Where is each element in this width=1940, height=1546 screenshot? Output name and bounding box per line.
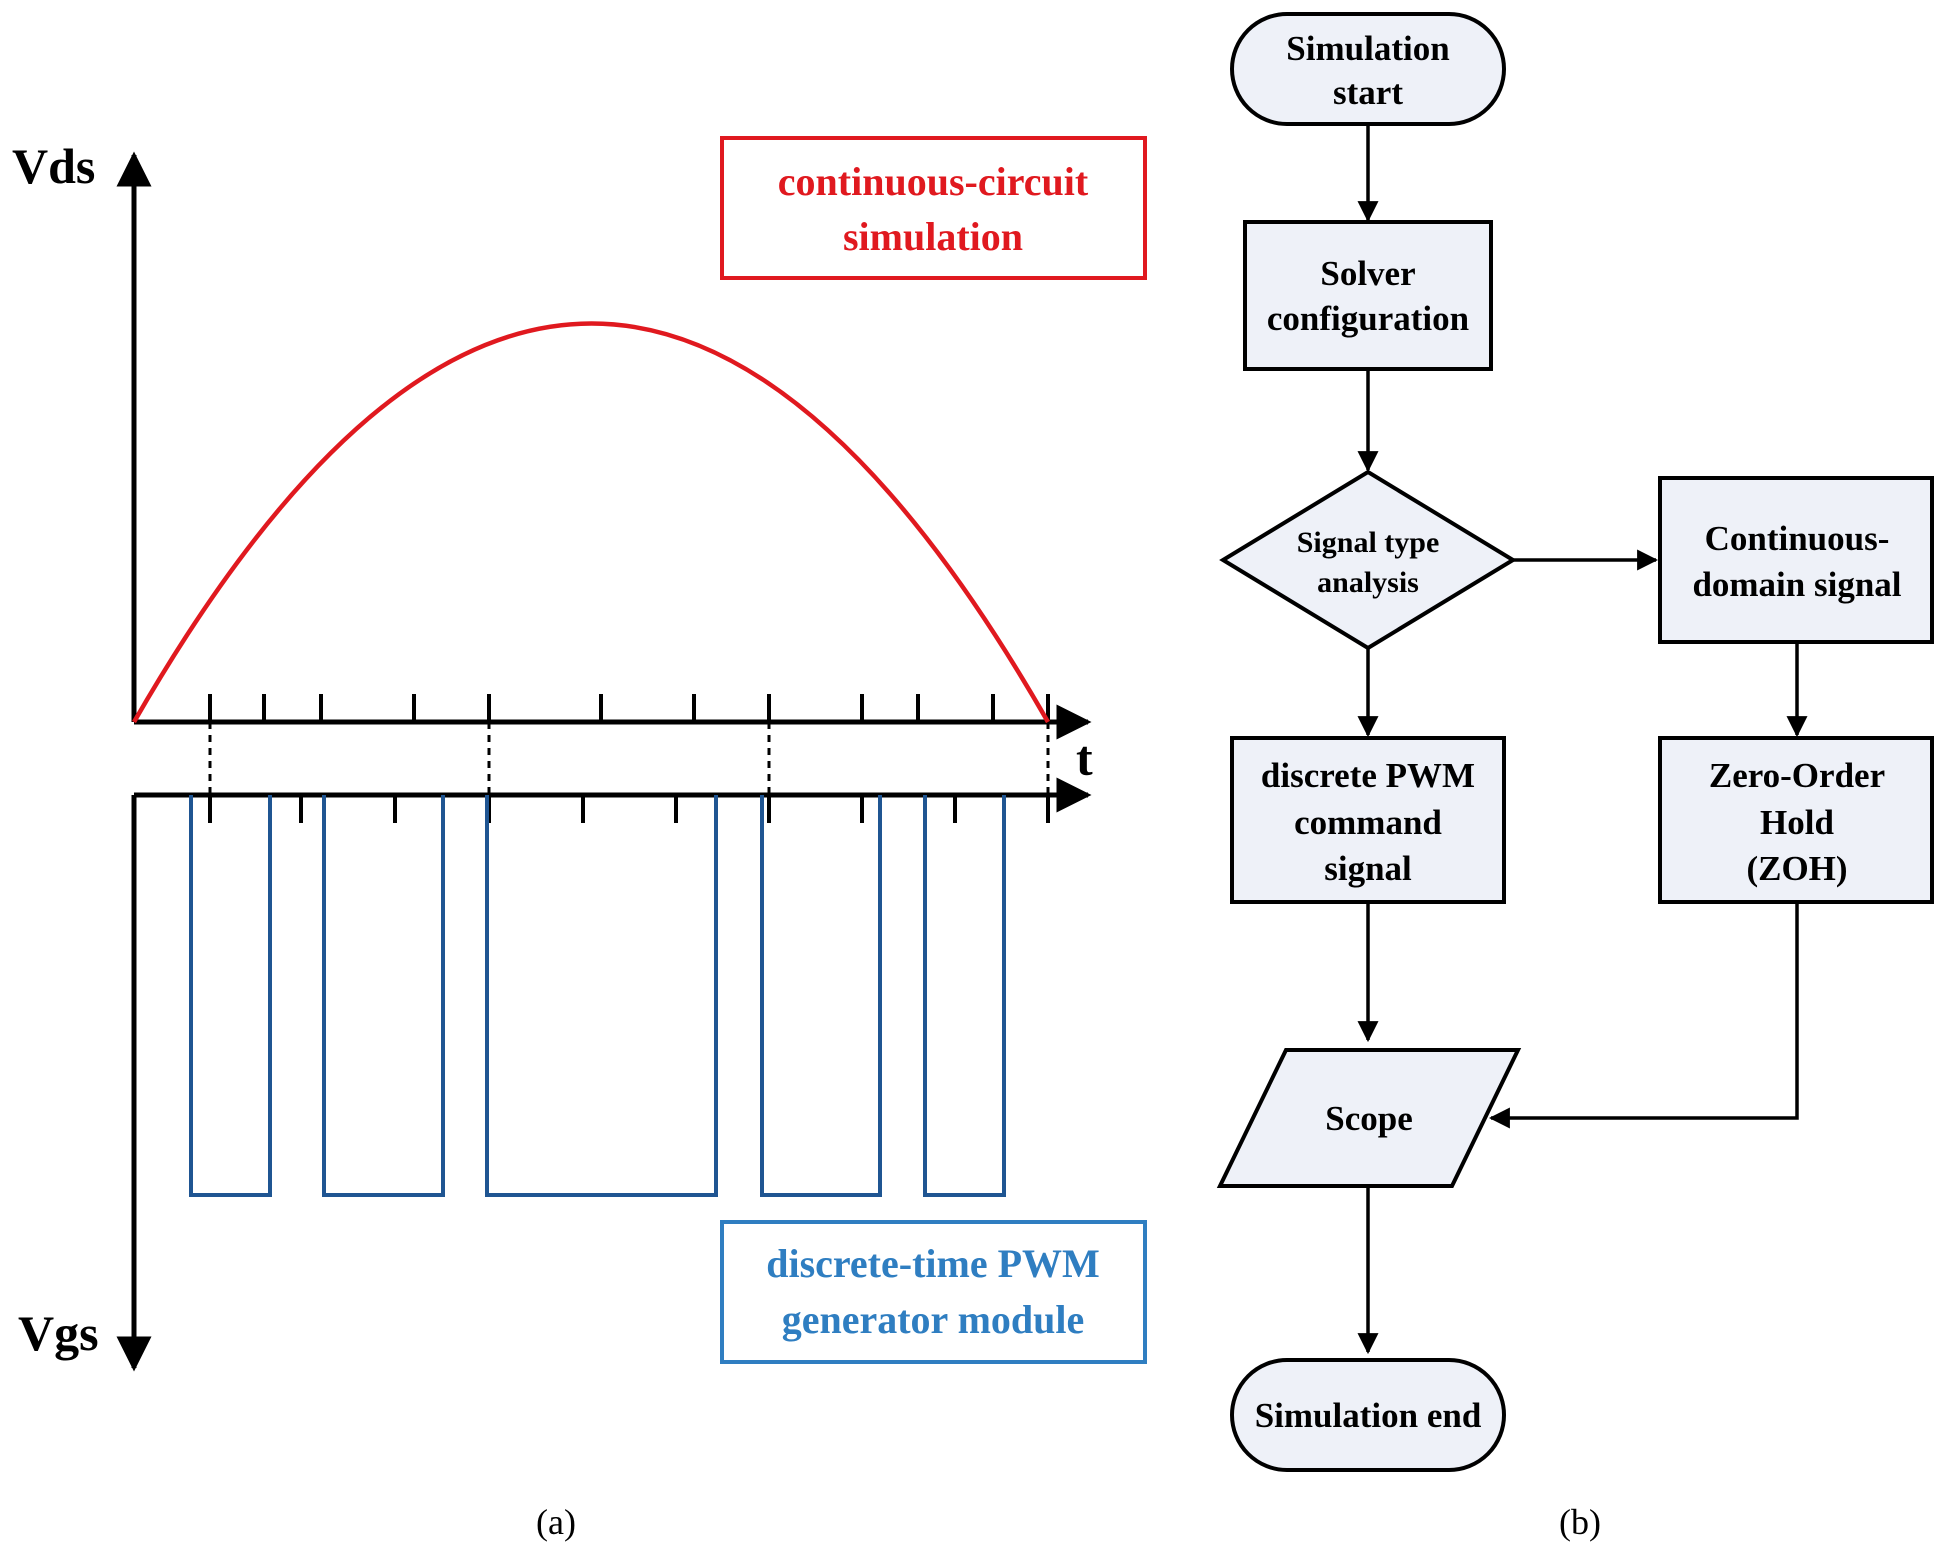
simulation-start-node bbox=[1230, 12, 1506, 126]
lower-axis-ticks bbox=[208, 795, 1050, 823]
end-label: Simulation end bbox=[1255, 1396, 1482, 1435]
vgs-axis-label: Vgs bbox=[18, 1305, 99, 1361]
continuous-line1: Continuous- bbox=[1705, 519, 1890, 558]
panel-a: Vds Vgs t continuous-circuit simulation … bbox=[12, 136, 1147, 1542]
discrete-line1: discrete PWM bbox=[1261, 756, 1475, 795]
t-axis-label: t bbox=[1076, 730, 1093, 786]
continuous-simulation-box bbox=[720, 136, 1147, 280]
zoh-line2: Hold bbox=[1760, 803, 1834, 842]
start-line1: Simulation bbox=[1286, 29, 1449, 68]
zoh-line3: (ZOH) bbox=[1746, 849, 1847, 888]
pwm-pulse-train bbox=[189, 795, 1006, 1197]
scope-label: Scope bbox=[1325, 1099, 1413, 1138]
flow-connectors bbox=[1357, 125, 1808, 1355]
solver-line2: configuration bbox=[1267, 299, 1469, 338]
pwm-pulse bbox=[322, 795, 445, 1197]
scope-node bbox=[1216, 1048, 1522, 1188]
panel-b: Simulation start Solver configuration Si… bbox=[1216, 12, 1934, 1542]
continuous-domain-signal-node bbox=[1658, 476, 1934, 644]
pwm-pulse bbox=[923, 795, 1006, 1197]
discrete-box-line1: discrete-time PWM bbox=[766, 1241, 1100, 1286]
simulation-end-node bbox=[1230, 1358, 1506, 1472]
continuous-line2: domain signal bbox=[1692, 565, 1901, 604]
zero-order-hold-node bbox=[1658, 736, 1934, 904]
decision-line1: Signal type bbox=[1297, 526, 1440, 559]
continuous-box-line2: simulation bbox=[843, 214, 1023, 259]
discrete-line2: command bbox=[1294, 803, 1442, 842]
solver-configuration-node bbox=[1243, 220, 1493, 371]
start-line2: start bbox=[1333, 73, 1403, 112]
pwm-pulse bbox=[485, 795, 718, 1197]
solver-line1: Solver bbox=[1320, 254, 1415, 293]
signal-type-decision-node bbox=[1219, 469, 1517, 651]
discrete-pwm-command-node bbox=[1230, 736, 1506, 904]
decision-line2: analysis bbox=[1317, 566, 1419, 599]
upper-axis-ticks bbox=[208, 694, 1050, 722]
discrete-line3: signal bbox=[1324, 849, 1412, 888]
pwm-pulse bbox=[760, 795, 882, 1197]
panel-b-caption: (b) bbox=[1559, 1502, 1601, 1542]
continuous-box-line1: continuous-circuit bbox=[778, 159, 1089, 204]
continuous-vds-curve bbox=[132, 321, 1050, 724]
zoh-line1: Zero-Order bbox=[1709, 756, 1885, 795]
discrete-box-line2: generator module bbox=[782, 1297, 1085, 1342]
vds-axis-label: Vds bbox=[12, 138, 95, 194]
panel-a-caption: (a) bbox=[536, 1502, 576, 1542]
sync-dashed-lines bbox=[208, 722, 1050, 795]
pwm-pulse bbox=[189, 795, 272, 1197]
discrete-pwm-box bbox=[720, 1220, 1147, 1364]
